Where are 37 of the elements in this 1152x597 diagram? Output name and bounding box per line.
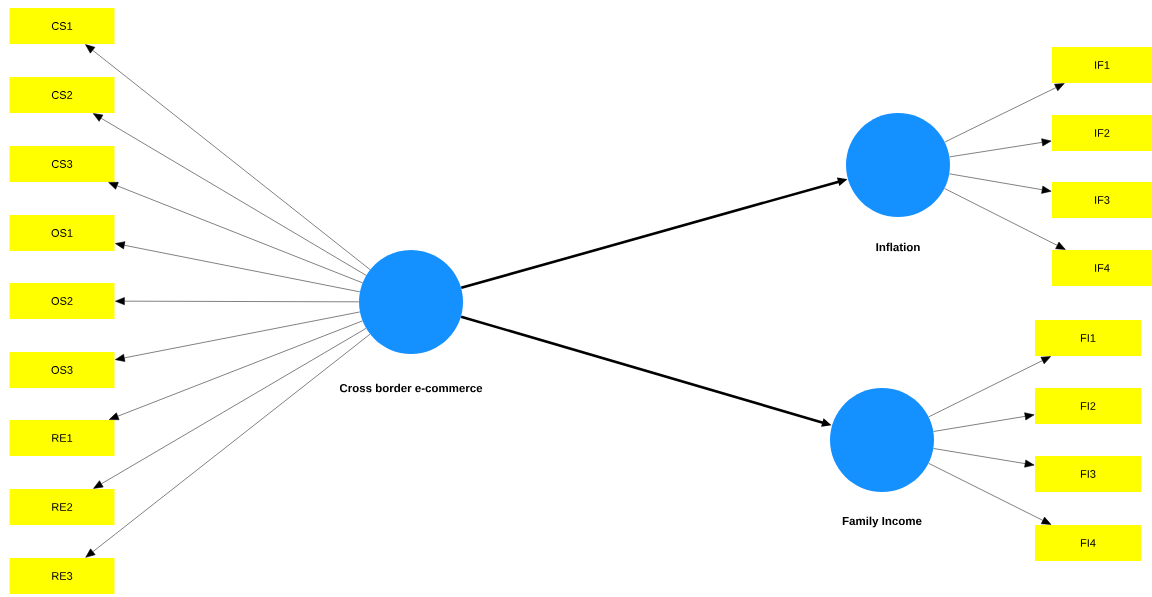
arrow [944,188,1066,250]
indicator-box: RE1 [9,420,115,456]
construct-label: Inflation [876,242,920,252]
indicator-box: FI4 [1035,525,1141,561]
construct-label: Cross border e-commerce [339,383,483,393]
indicator-box: IF2 [1052,115,1152,151]
indicator-box: FI3 [1035,456,1141,492]
arrow [933,412,1035,432]
arrow [928,356,1051,418]
arrow [92,113,367,276]
arrow [109,320,363,420]
arrow [115,297,360,306]
construct-label: Family Income [842,516,922,528]
arrow [85,44,371,270]
indicator-box: OS1 [9,215,115,251]
indicator-box: CS2 [9,77,115,113]
indicator-box: FI2 [1035,388,1141,424]
indicator-box: OS3 [9,352,115,388]
arrow [928,463,1052,525]
indicator-box: IF3 [1052,182,1152,218]
arrow [949,138,1052,158]
indicator-box: IF1 [1052,47,1152,83]
arrow [85,333,371,558]
arrow [108,182,363,284]
arrow [933,448,1035,468]
indicator-box: RE3 [9,558,115,594]
arrow [93,328,367,489]
indicator-box: CS3 [9,146,115,182]
arrow [949,173,1052,194]
indicator-box: IF4 [1052,250,1152,286]
indicator-box: FI1 [1035,320,1141,356]
indicator-box: OS2 [9,283,115,319]
arrow [944,83,1065,143]
arrow [115,311,360,362]
indicator-box: RE2 [9,489,115,525]
indicator-box: CS1 [9,8,115,44]
arrow [115,241,361,293]
